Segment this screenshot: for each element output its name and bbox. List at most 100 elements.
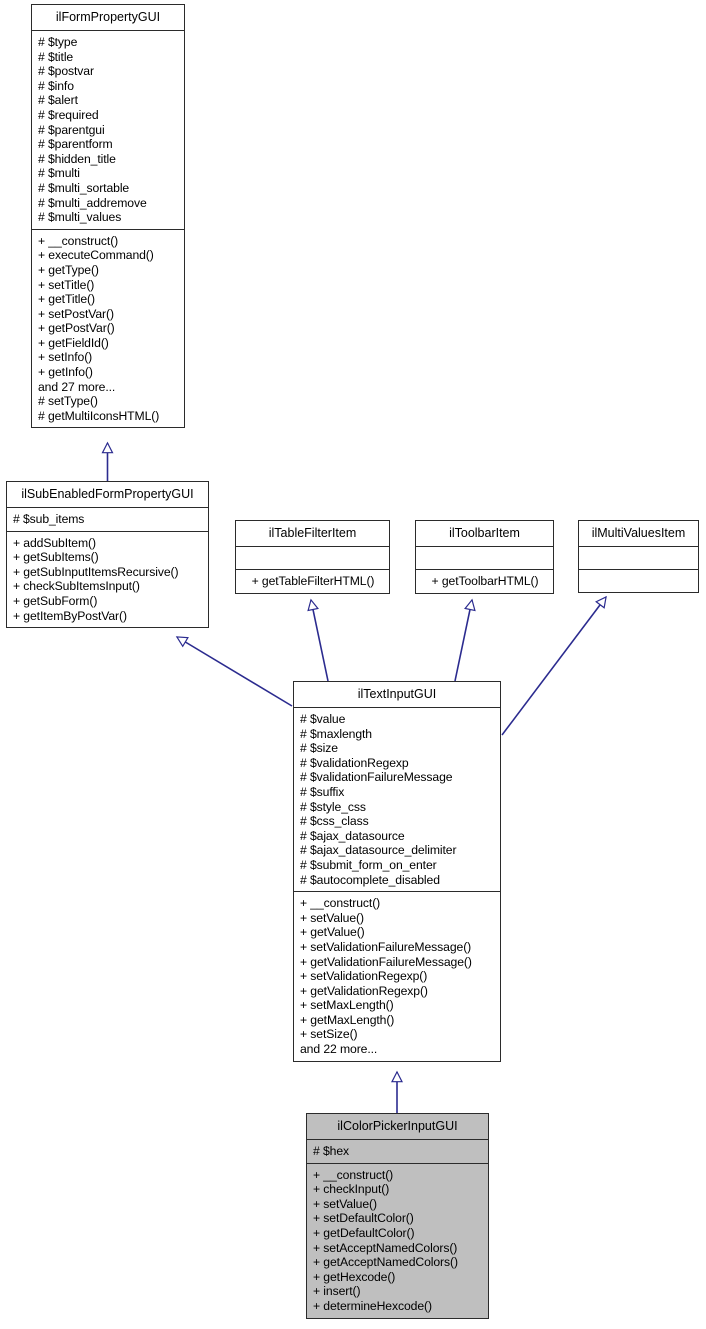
attributes-compartment [579,547,698,570]
operation-row: + getFieldId() [38,335,109,350]
operations-compartment [579,570,698,592]
class-title: ilFormPropertyGUI [32,5,184,31]
operation-row: + setValidationFailureMessage() [300,939,472,954]
class-title: ilTableFilterItem [236,521,389,547]
attribute-row: # $size [300,741,338,756]
operation-row-more: and 22 more... [300,1042,378,1057]
operation-row: + __construct() [300,896,381,911]
attribute-row: # $multi [38,166,80,181]
attribute-row: # $info [38,78,74,93]
operation-row: + setSize() [300,1027,358,1042]
operation-row: + setDefaultColor() [313,1211,414,1226]
attribute-row: # $parentform [38,137,113,152]
operation-row: + getPostVar() [38,321,115,336]
operation-row: + __construct() [38,233,119,248]
operation-row: + setValidationRegexp() [300,969,428,984]
operation-row: + checkInput() [313,1182,390,1197]
operation-row: + getHexcode() [313,1269,396,1284]
operations-compartment: + __construct() + setValue() + getValue(… [294,892,500,1061]
class-title: ilTextInputGUI [294,682,500,708]
operation-row: + getTitle() [38,292,95,307]
attribute-row: # $parentgui [38,122,105,137]
operation-row: + getSubForm() [13,593,98,608]
operation-row: + getItemByPostVar() [13,608,127,623]
attribute-row: # $multi_sortable [38,180,130,195]
attribute-row: # $sub_items [13,512,85,526]
class-title: ilSubEnabledFormPropertyGUI [7,482,208,508]
operation-row: + getInfo() [38,365,93,380]
operation-row: + setInfo() [38,350,93,365]
class-box-iltoolbaritem[interactable]: ilToolbarItem + getToolbarHTML() [415,520,554,594]
operation-row: + getType() [38,262,99,277]
class-box-iltablefilteritem[interactable]: ilTableFilterItem + getTableFilterHTML() [235,520,390,594]
attributes-compartment [236,547,389,570]
attribute-row: # $validationRegexp [300,755,409,770]
operation-row: + setValue() [313,1196,377,1211]
operation-row: + getToolbarHTML() [431,574,539,588]
operation-row: + getAcceptNamedColors() [313,1255,458,1270]
operation-row: + getValidationFailureMessage() [300,954,472,969]
attribute-row: # $css_class [300,814,369,829]
attribute-row: # $type [38,35,78,49]
class-box-ilformpropertygui[interactable]: ilFormPropertyGUI # $type # $title # $po… [31,4,185,429]
operations-compartment: + __construct() + checkInput() + setValu… [307,1164,488,1318]
attribute-row: # $submit_form_on_enter [300,857,437,872]
operation-row: + getValue() [300,925,365,940]
operation-row: + checkSubItemsInput() [13,579,140,594]
operation-row: + setTitle() [38,277,95,292]
attribute-row: # $ajax_datasource_delimiter [300,843,457,858]
attributes-compartment: # $sub_items [7,508,208,532]
class-title: ilToolbarItem [416,521,553,547]
operation-row: # getMultiIconsHTML() [38,408,160,423]
class-box-ilmultivaluesitem[interactable]: ilMultiValuesItem [578,520,699,593]
edge-textinput-to-tablefilteritem [307,598,329,682]
class-box-iltextinputgui[interactable]: ilTextInputGUI # $value # $maxlength # $… [293,681,501,1062]
class-box-ilcolorpickerinputgui[interactable]: ilColorPickerInputGUI # $hex + __constru… [306,1113,489,1319]
class-title: ilMultiValuesItem [579,521,698,547]
attribute-row: # $maxlength [300,726,372,741]
operation-row: + determineHexcode() [313,1298,432,1313]
operation-row: + addSubItem() [13,535,96,550]
operation-row: + getValidationRegexp() [300,983,428,998]
operations-compartment: + __construct() + executeCommand() + get… [32,230,184,428]
attributes-compartment: # $type # $title # $postvar # $info # $a… [32,31,184,230]
operation-row: # setType() [38,394,98,409]
operations-compartment: + getToolbarHTML() [416,570,553,593]
attribute-row: # $required [38,107,99,122]
operation-row: + getDefaultColor() [313,1225,415,1240]
operation-row: + setAcceptNamedColors() [313,1240,458,1255]
attribute-row: # $title [38,49,74,64]
operation-row: + setPostVar() [38,306,114,321]
attributes-compartment: # $value # $maxlength # $size # $validat… [294,708,500,893]
operation-row: + getSubItems() [13,550,99,565]
edge-textinput-to-toolbaritem [454,598,476,682]
edge-textinput-to-subenabled [175,636,293,707]
attribute-row: # $value [300,712,346,726]
operations-compartment: + addSubItem() + getSubItems() + getSubI… [7,532,208,628]
operation-row: + setValue() [300,910,364,925]
class-box-ilsubenabledformpropertygui[interactable]: ilSubEnabledFormPropertyGUI # $sub_items… [6,481,209,629]
attribute-row: # $multi_addremove [38,195,147,210]
edge-textinput-to-multivaluesitem [501,595,607,736]
attribute-row: # $postvar [38,64,94,79]
operations-compartment: + getTableFilterHTML() [236,570,389,593]
operation-row: + __construct() [313,1167,394,1182]
attribute-row: # $style_css [300,799,366,814]
operation-row: + getTableFilterHTML() [251,574,375,588]
attribute-row: # $validationFailureMessage [300,770,453,785]
attributes-compartment: # $hex [307,1140,488,1164]
operation-row: + getSubInputItemsRecursive() [13,564,179,579]
attribute-row: # $ajax_datasource [300,828,405,843]
operation-row: + getMaxLength() [300,1012,395,1027]
attribute-row: # $autocomplete_disabled [300,872,440,887]
attributes-compartment [416,547,553,570]
attribute-row: # $suffix [300,784,345,799]
attribute-row: # $hex [313,1144,349,1158]
attribute-row: # $hidden_title [38,151,116,166]
attribute-row: # $multi_values [38,210,122,225]
operation-row: + insert() [313,1284,361,1299]
attribute-row: # $alert [38,93,78,108]
operation-row: + executeCommand() [38,248,154,263]
operation-row-more: and 27 more... [38,379,116,394]
operation-row: + setMaxLength() [300,998,394,1013]
